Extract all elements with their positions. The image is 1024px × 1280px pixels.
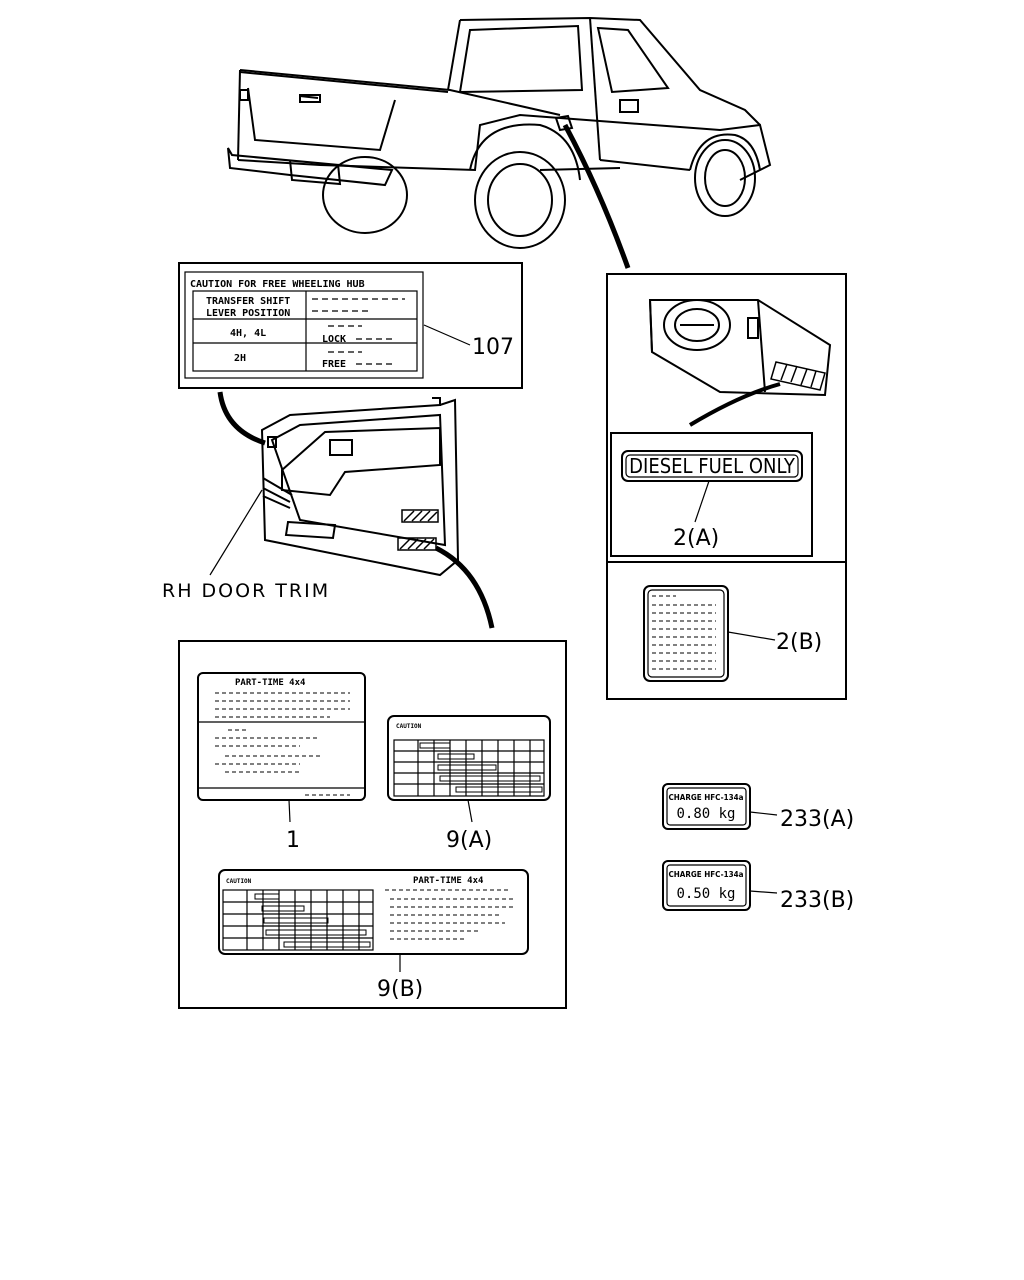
- part-time-label-title: PART-TIME 4x4: [235, 678, 306, 688]
- callout-233a: 233(A): [780, 807, 854, 832]
- caution-a-bars: [419, 742, 543, 793]
- caution-b-title: CAUTION: [226, 878, 252, 885]
- hfc-charge-label-a: CHARGE HFC-134a 0.80 kg 233(A): [662, 783, 854, 832]
- callout-9b: 9(B): [377, 977, 423, 1002]
- caution-a-title: CAUTION: [396, 723, 422, 730]
- callout-233b: 233(B): [780, 888, 854, 913]
- fuel-label-panel: DIESEL FUEL ONLY 2(A) 2(B): [606, 273, 847, 700]
- door-label-stripes: [397, 509, 439, 551]
- fuel-door-stripe: [770, 361, 826, 391]
- hfc-a-line2: 0.80 kg: [676, 806, 735, 822]
- hub-row1-left-2: LEVER POSITION: [206, 308, 290, 319]
- hub-row3-right: FREE: [322, 359, 346, 370]
- hfc-b-line1: CHARGE HFC-134a: [668, 870, 743, 879]
- rh-door-trim-illustration: [260, 397, 460, 577]
- hfc-a-line1: CHARGE HFC-134a: [668, 793, 743, 802]
- diesel-fuel-only-text: DIESEL FUEL ONLY: [629, 454, 796, 478]
- caution-b-text-lines: [385, 889, 515, 940]
- hub-row2-right: LOCK: [322, 334, 346, 345]
- part-time-4x4-label-panel: PART-TIME 4x4 1 CAUTION: [178, 640, 567, 1009]
- fuel-sticker-text-lines: [652, 604, 716, 670]
- hfc-b-line2: 0.50 kg: [676, 886, 735, 902]
- hub-row2-left: 4H, 4L: [230, 328, 266, 339]
- caution-b-right-title: PART-TIME 4x4: [413, 876, 484, 886]
- callout-2a: 2(A): [673, 526, 719, 551]
- callout-107: 107: [472, 335, 514, 360]
- hub-label-title: CAUTION FOR FREE WHEELING HUB: [190, 279, 365, 290]
- pickup-truck-illustration: [227, 16, 772, 249]
- callout-9a: 9(A): [446, 828, 492, 853]
- free-wheeling-hub-label-panel: CAUTION FOR FREE WHEELING HUB TRANSFER S…: [178, 262, 523, 389]
- callout-1: 1: [286, 828, 300, 853]
- callout-2b: 2(B): [776, 630, 822, 655]
- hub-row3-left: 2H: [234, 353, 246, 364]
- hfc-charge-label-b: CHARGE HFC-134a 0.50 kg 233(B): [662, 860, 854, 913]
- hub-row1-left-1: TRANSFER SHIFT: [206, 296, 290, 307]
- caution-b-bars: [254, 893, 371, 948]
- caution-a-grid: [393, 739, 545, 797]
- rh-door-trim-label: RH DOOR TRIM: [162, 580, 330, 602]
- caution-b-grid: [222, 889, 374, 951]
